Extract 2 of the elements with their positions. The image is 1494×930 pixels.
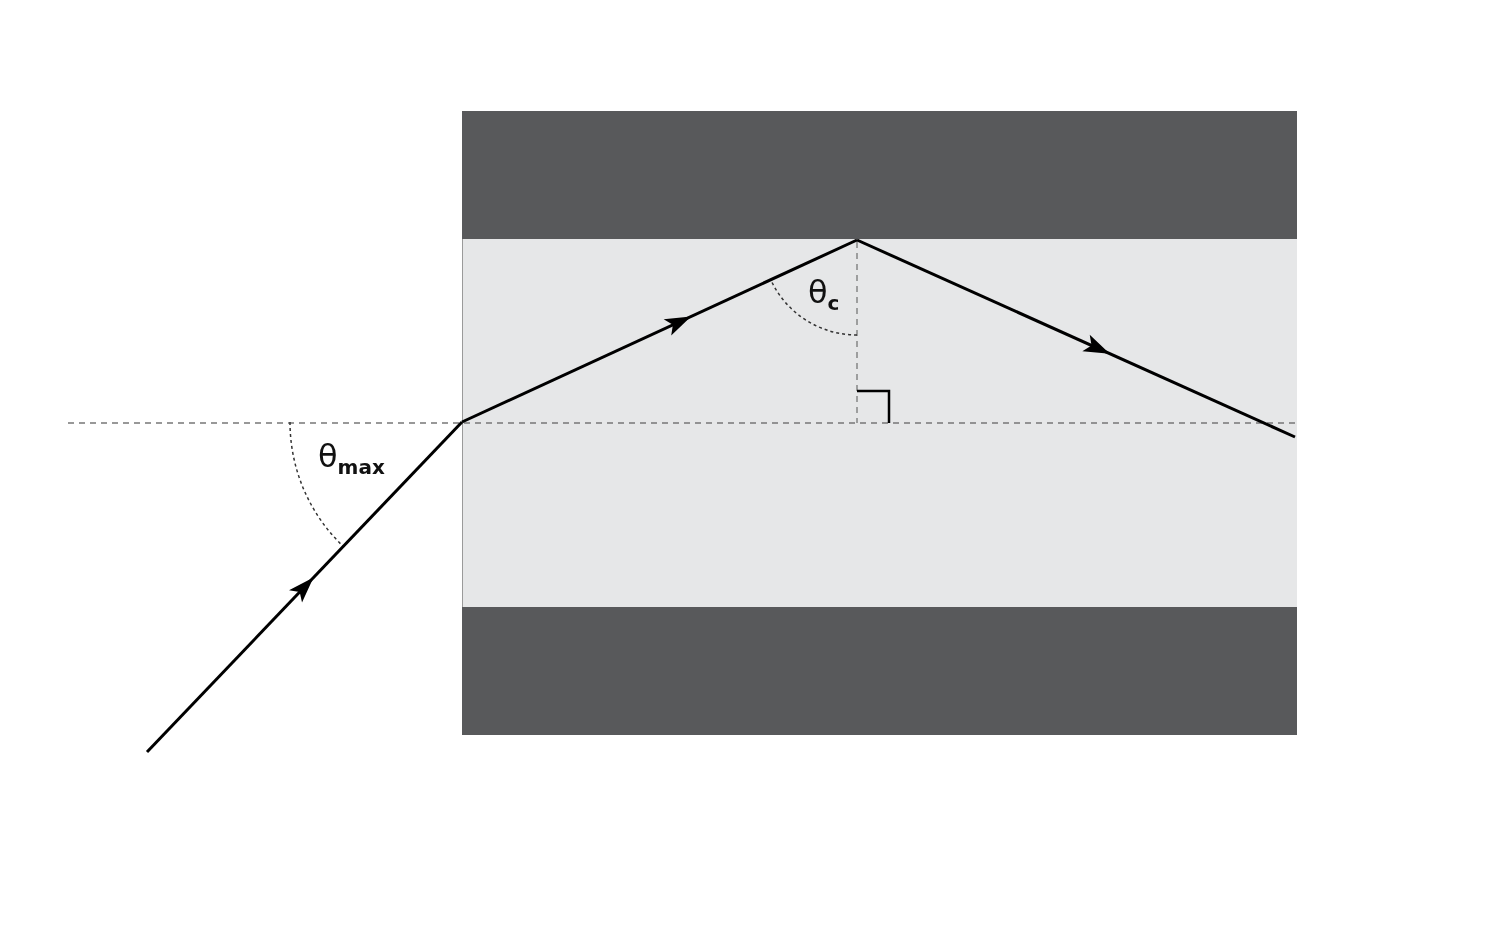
angle-label: θ$_{c}$	[808, 276, 840, 313]
angle-label: θ$_{max}$	[318, 440, 385, 477]
